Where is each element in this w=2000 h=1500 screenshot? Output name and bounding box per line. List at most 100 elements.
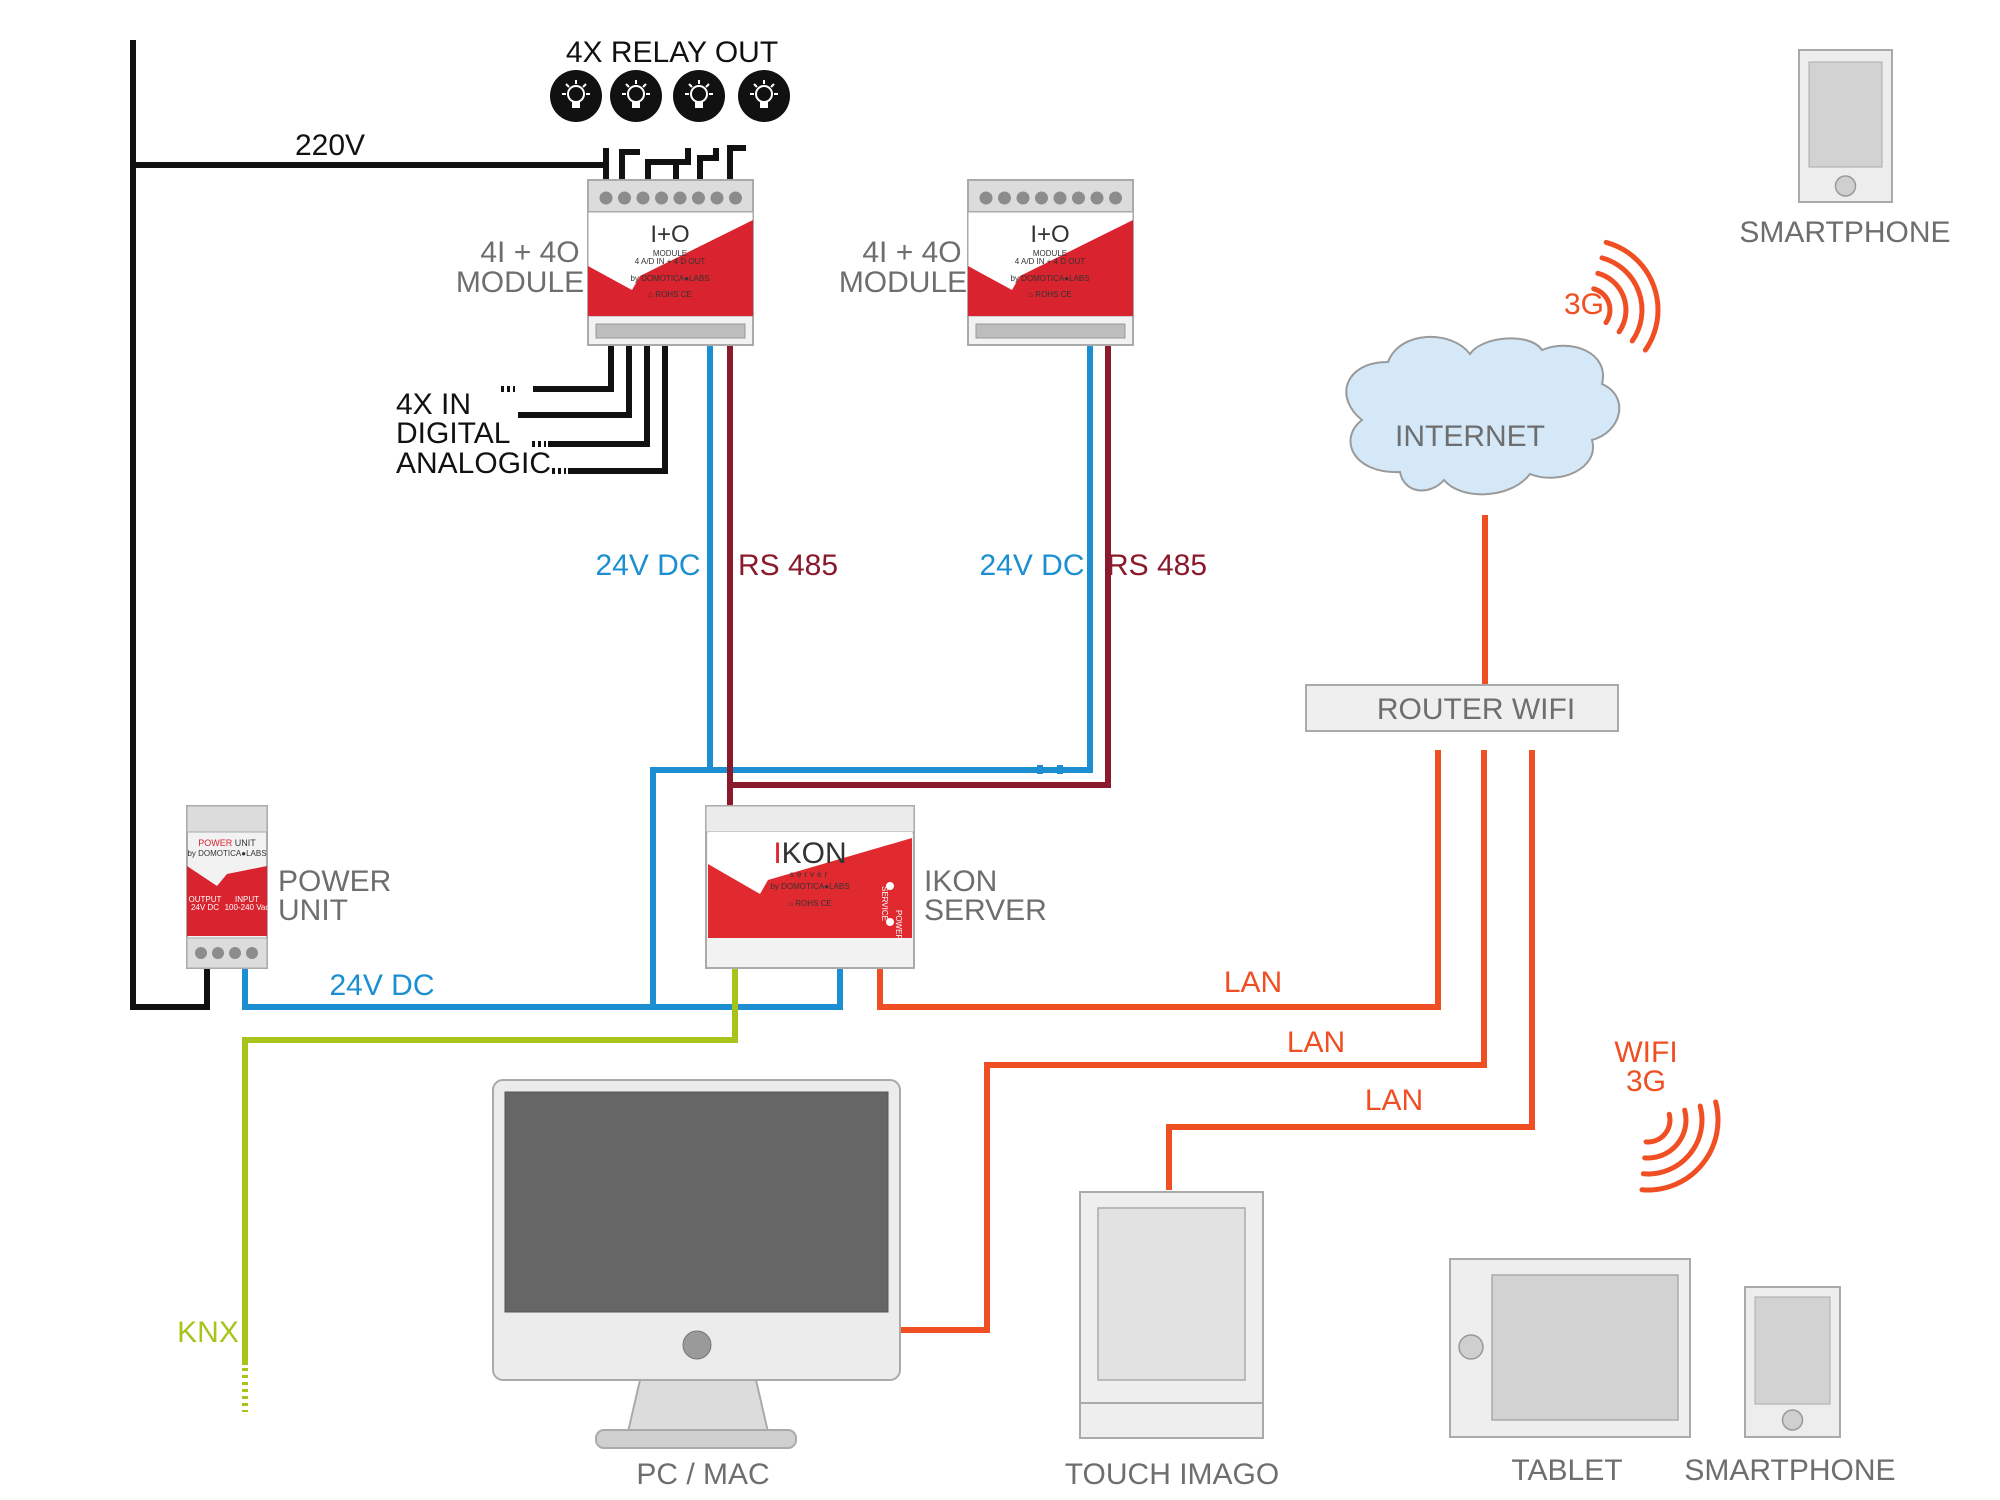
light-bulb-icon xyxy=(738,70,790,122)
phone-home-button xyxy=(1834,175,1857,197)
module-terminal-strip xyxy=(967,179,1134,213)
terminal-screw xyxy=(729,191,742,205)
module-word: MODULE xyxy=(1033,249,1067,258)
terminal-screw xyxy=(1109,191,1122,205)
bulb-disc xyxy=(550,70,602,122)
rs485-wires xyxy=(727,345,1111,806)
terminal-screw xyxy=(599,191,613,205)
module-brand: by DOMOTICA●LABS xyxy=(630,274,709,283)
terminal-screw xyxy=(1035,191,1048,205)
smartphone-top-label: SMARTPHONE xyxy=(1739,216,1950,249)
inputs-label-1: 4X IN xyxy=(396,388,471,421)
power-unit: POWER UNIT by DOMOTICA●LABS OUTPUT 24V D… xyxy=(186,805,269,969)
monitor-logo-button xyxy=(682,1330,712,1360)
monitor-foot xyxy=(595,1429,797,1449)
tablet-icon xyxy=(1449,1258,1691,1438)
cloud-icon: INTERNET xyxy=(1345,335,1621,496)
mains-220v-label: 220V xyxy=(295,129,365,162)
ikon-word: server xyxy=(790,870,830,879)
module-brand: by DOMOTICA●LABS xyxy=(1010,274,1089,283)
module-right-label-1: 4I + 4O xyxy=(862,236,961,269)
signal-arc xyxy=(1643,1111,1673,1145)
router-label: ROUTER WIFI xyxy=(1377,693,1575,726)
signal-arc xyxy=(1639,1099,1721,1193)
module-red-panel xyxy=(588,220,753,316)
signal-arc xyxy=(1591,286,1613,326)
tablet-icon xyxy=(1079,1191,1264,1439)
terminal-screw xyxy=(195,947,207,959)
terminal-screw xyxy=(692,191,705,205)
terminal-screw xyxy=(998,191,1011,205)
signal-arc xyxy=(1595,270,1629,335)
bulb-base xyxy=(760,102,768,108)
touch-imago-screen xyxy=(1097,1207,1246,1381)
bulb-ray xyxy=(688,83,693,88)
ikon-marks: ⌂ ROHS CE xyxy=(788,899,832,908)
smartphone-icon xyxy=(1744,1286,1841,1438)
bulb-disc xyxy=(673,70,725,122)
module-left-label-2: MODULE xyxy=(456,266,584,299)
terminal-screw xyxy=(636,191,650,205)
module-word: MODULE xyxy=(653,249,687,258)
tablet-home-button xyxy=(1458,1334,1484,1360)
rs485-right-label: RS 485 xyxy=(1107,549,1207,582)
module-subtitle: 4 A/D IN + 4 D OUT xyxy=(635,257,706,266)
module-marks: ⌂ ROHS CE xyxy=(1028,290,1072,299)
terminal-screw xyxy=(979,191,993,205)
mains-220v-wires xyxy=(130,40,746,1010)
monitor-icon xyxy=(492,1079,901,1449)
module-bottom-connector xyxy=(595,323,746,339)
bulb-ray xyxy=(625,83,630,88)
rs485-left-label: RS 485 xyxy=(738,549,838,582)
phone-screen xyxy=(1754,1296,1831,1405)
input-wires xyxy=(501,345,668,474)
monitor-screen xyxy=(504,1091,889,1313)
power-unit-output: OUTPUT xyxy=(189,895,222,904)
terminal-screw xyxy=(655,191,668,205)
internet-label: INTERNET xyxy=(1395,420,1545,453)
signal-arc xyxy=(1642,1107,1689,1161)
smartphone-bottom-label: SMARTPHONE xyxy=(1684,1454,1895,1487)
signal-arc xyxy=(1640,1103,1705,1177)
power-led xyxy=(886,918,894,926)
signal-3g-label: 3G xyxy=(1564,288,1604,321)
inputs-label-3: ANALOGIC xyxy=(396,447,551,480)
wires xyxy=(130,40,1535,1412)
module-logo: I+O xyxy=(650,221,689,248)
bulb-disc xyxy=(738,70,790,122)
phone-screen xyxy=(1808,61,1883,168)
lan-label-2: LAN xyxy=(1287,1026,1345,1059)
terminal-screws xyxy=(979,191,1122,205)
bulb-ray xyxy=(582,83,587,88)
light-bulb-icon xyxy=(673,70,725,122)
router-box xyxy=(1305,684,1619,732)
relay-out-label: 4X RELAY OUT xyxy=(566,36,778,69)
ikon-logo: IKON xyxy=(773,837,846,870)
wireless-signal-icon xyxy=(1639,1099,1721,1193)
internet-cloud xyxy=(1345,335,1621,496)
terminal-screw xyxy=(1053,191,1067,205)
light-bulb-icon xyxy=(610,70,662,122)
dc-right-label: 24V DC xyxy=(979,549,1084,582)
light-bulb-icon xyxy=(550,70,602,122)
module-terminal-strip xyxy=(587,179,754,213)
router-wifi: ROUTER WIFI xyxy=(1305,684,1619,732)
terminal-screw xyxy=(212,947,224,959)
lan-wires xyxy=(877,515,1535,1333)
bulb-ray xyxy=(642,83,647,88)
terminal-screw xyxy=(246,947,258,959)
bulb-base xyxy=(632,102,640,108)
power-unit-input: INPUT xyxy=(235,895,259,904)
ikon-server-top xyxy=(705,805,915,833)
power-unit-red-panel xyxy=(187,866,267,936)
signal-arc xyxy=(1599,255,1645,344)
bulb-base xyxy=(695,102,703,108)
inputs-label-2: DIGITAL xyxy=(396,417,510,450)
terminal-screws xyxy=(599,191,742,205)
bulb-ray xyxy=(770,83,775,88)
power-unit-brand: by DOMOTICA●LABS xyxy=(187,849,266,858)
power-unit-output-spec: 24V DC xyxy=(191,903,219,912)
ikon-server-label-1: IKON xyxy=(924,865,997,898)
module-subtitle: 4 A/D IN + 4 D OUT xyxy=(1015,257,1086,266)
lan-label-1: LAN xyxy=(1224,966,1282,999)
